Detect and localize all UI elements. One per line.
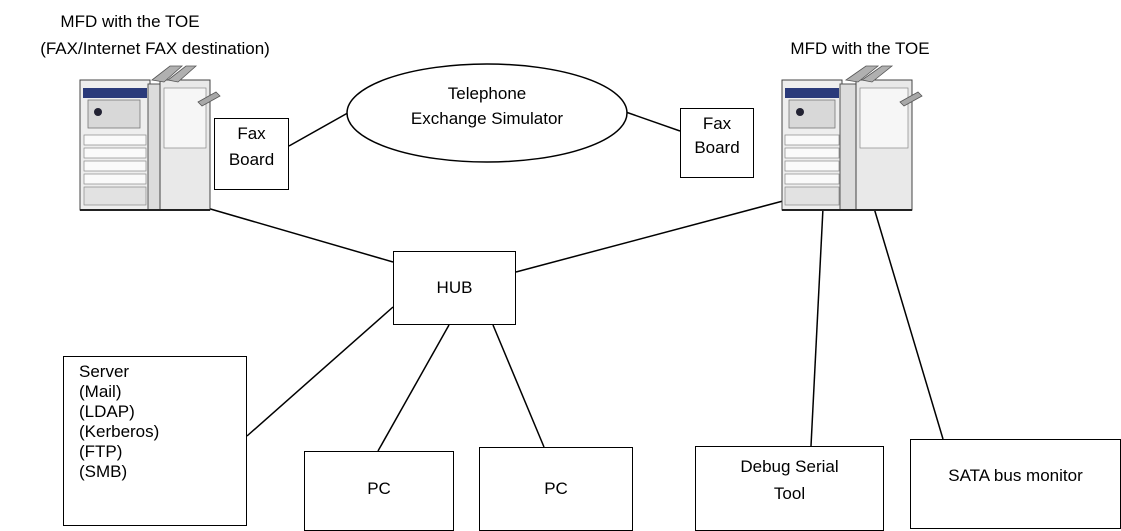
fax-board-right-line1: Fax	[702, 114, 732, 133]
mfd-left-label-line2: (FAX/Internet FAX destination)	[40, 39, 270, 58]
sata-bus-monitor-box: SATA bus monitor	[910, 439, 1121, 529]
mfd-left-icon	[79, 65, 221, 211]
telephone-exchange-line1: Telephone	[447, 84, 527, 103]
server-line-3: (LDAP)	[79, 402, 135, 421]
network-diagram	[79, 63, 944, 452]
fax-board-left-line2: Board	[228, 150, 275, 169]
pc-label-1: PC	[367, 479, 391, 498]
connector-phone-to-faxboard-right	[619, 109, 681, 132]
telephone-exchange-line2: Exchange Simulator	[410, 109, 564, 128]
pc-box-1: PC	[304, 451, 454, 531]
server-box: Server (Mail) (LDAP) (Kerberos) (FTP) (S…	[63, 356, 247, 526]
sata-bus-monitor-label: SATA bus monitor	[948, 466, 1083, 485]
server-line-4: (Kerberos)	[79, 422, 160, 441]
connector-mfd-right-to-debug	[810, 207, 824, 447]
server-line-6: (SMB)	[79, 462, 128, 481]
mfd-right-icon	[781, 65, 923, 211]
debug-serial-tool-line2: Tool	[773, 484, 806, 503]
fax-board-right: Fax Board	[680, 108, 754, 178]
debug-serial-tool-box: Debug Serial Tool	[695, 446, 884, 531]
server-line-2: (Mail)	[79, 382, 122, 401]
debug-serial-tool-line1: Debug Serial	[740, 457, 839, 476]
connector-hub-to-mfd-right	[515, 200, 784, 273]
pc-box-2: PC	[479, 447, 633, 531]
pc-label-2: PC	[544, 479, 568, 498]
connector-hub-to-server	[246, 306, 394, 437]
connector-mfd-left-to-hub	[206, 207, 394, 263]
telephone-exchange-ellipse	[346, 63, 628, 163]
server-line-5: (FTP)	[79, 442, 123, 461]
connector-hub-to-pc2	[492, 324, 545, 448]
fax-board-left: Fax Board	[214, 118, 289, 190]
connector-hub-to-pc1	[377, 324, 450, 452]
hub-box: HUB	[393, 251, 516, 325]
connector-mfd-right-to-sata	[873, 207, 944, 440]
hub-label: HUB	[436, 278, 473, 297]
mfd-left-label-line1: MFD with the TOE	[60, 12, 200, 31]
fax-board-right-line2: Board	[694, 138, 740, 157]
connector-faxboard-left-to-phone	[288, 109, 354, 147]
server-line-1: Server	[79, 362, 130, 381]
fax-board-left-line1: Fax	[237, 124, 266, 143]
mfd-right-label: MFD with the TOE	[790, 39, 930, 58]
